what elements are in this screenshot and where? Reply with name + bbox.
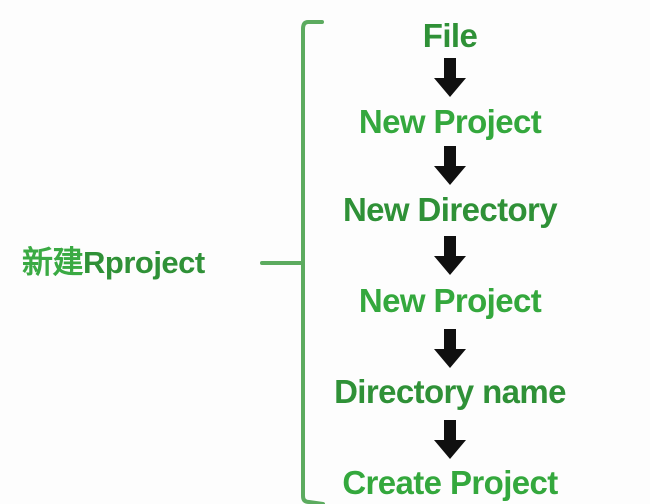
arrow-down-icon <box>434 420 466 459</box>
group-label: 新建Rproject <box>22 241 205 285</box>
step-new-directory: New Directory <box>342 191 558 228</box>
step-file: File <box>422 17 478 54</box>
arrow-down-icon <box>434 236 466 275</box>
step-create-project: Create Project <box>342 464 558 501</box>
step-chain: File New Project New Directory New Proje… <box>300 0 650 504</box>
step-directory-name: Directory name <box>334 373 566 410</box>
arrow-down-icon <box>434 58 466 97</box>
step-new-project-1: New Project <box>358 103 542 140</box>
group-label-cjk: 新建 <box>22 245 84 280</box>
step-new-project-2: New Project <box>358 282 542 319</box>
group-label-latin: Rproject <box>83 245 205 280</box>
arrow-down-icon <box>434 329 466 368</box>
arrow-down-icon <box>434 146 466 185</box>
